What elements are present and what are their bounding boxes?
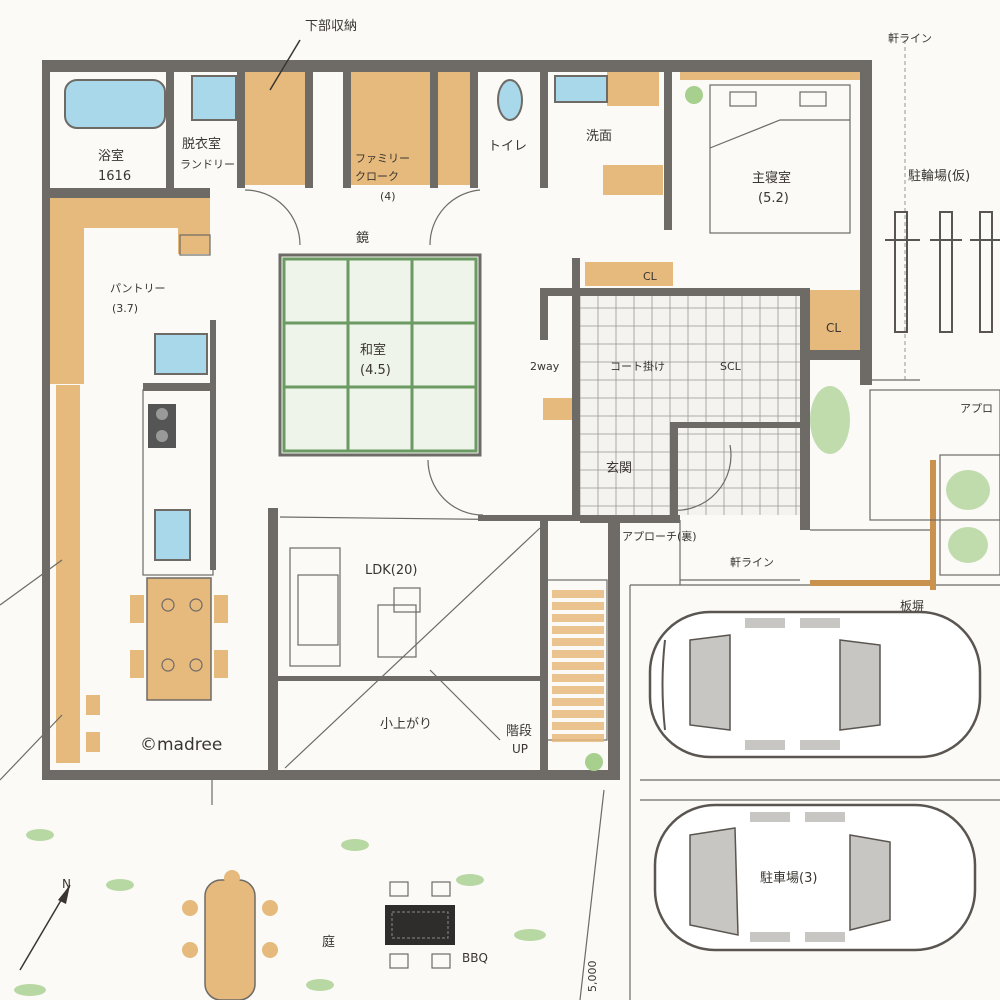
label-2way: 2way xyxy=(530,360,560,373)
label-dimension: 5,000 xyxy=(586,961,599,993)
label-washitsu: 和室 xyxy=(360,342,386,358)
label-laundry: ランドリー xyxy=(180,158,235,171)
label-parking: 駐車場(3) xyxy=(760,871,817,886)
label-approach: アプロ xyxy=(960,402,993,415)
label-family-closet: ファミリー xyxy=(355,152,410,165)
label-bike: 駐輪場(仮) xyxy=(908,168,970,184)
label-eave-2: 軒ライン xyxy=(730,556,774,569)
label-scl: SCL xyxy=(720,360,742,373)
stair-tread xyxy=(552,686,604,694)
label-master-size: (5.2) xyxy=(758,191,789,206)
car-bottom xyxy=(653,803,977,952)
water-fixtures xyxy=(64,75,608,561)
labels: 下部収納 浴室 1616 脱衣室 ランドリー ファミリー クローク (4) トイ… xyxy=(62,19,993,992)
label-mirror: 鏡 xyxy=(356,231,369,246)
stair-tread xyxy=(552,710,604,718)
car-top xyxy=(648,610,982,759)
plants xyxy=(14,86,990,996)
label-toilet: トイレ xyxy=(488,139,527,154)
label-genkan: 玄関 xyxy=(606,461,632,476)
label-under-storage: 下部収納 xyxy=(305,19,357,34)
garden-table xyxy=(182,870,278,1000)
label-dressing: 脱衣室 xyxy=(182,136,221,152)
label-ldk: LDK(20) xyxy=(365,563,417,578)
washitsu-tatami xyxy=(278,253,482,457)
label-washroom: 洗面 xyxy=(586,129,612,144)
label-cl-1: CL xyxy=(643,270,658,283)
cooktop xyxy=(148,404,176,448)
stair-tread xyxy=(552,602,604,610)
bicycles xyxy=(885,211,1000,333)
label-bath: 浴室 xyxy=(98,148,124,164)
bbq-grill xyxy=(385,881,455,969)
stair-tread xyxy=(552,650,604,658)
stair-tread xyxy=(552,674,604,682)
stair-tread xyxy=(552,662,604,670)
stair-tread xyxy=(552,590,604,598)
plan-lines xyxy=(0,40,1000,1000)
stair-tread xyxy=(552,722,604,730)
label-stairs: 階段 xyxy=(506,724,532,739)
stair-tread xyxy=(552,734,604,742)
label-family-closet-2: クローク xyxy=(355,170,399,183)
label-pantry-size: (3.7) xyxy=(112,302,138,315)
label-bath-size: 1616 xyxy=(98,169,131,184)
north-label: N xyxy=(62,877,71,891)
label-approach-back: アプローチ(裏) xyxy=(622,529,697,543)
credit: ©madree xyxy=(140,735,222,755)
stairs xyxy=(552,590,604,742)
stair-tread xyxy=(552,626,604,634)
label-family-closet-size: (4) xyxy=(380,190,396,203)
label-pantry: パントリー xyxy=(110,282,166,295)
genkan-tile xyxy=(579,289,800,515)
label-up: UP xyxy=(512,742,528,756)
stair-tread xyxy=(552,698,604,706)
dining-table xyxy=(86,577,228,752)
label-master: 主寝室 xyxy=(752,170,791,186)
stair-tread xyxy=(552,638,604,646)
label-eave: 軒ライン xyxy=(888,32,932,45)
label-coat: コート掛け xyxy=(610,359,665,373)
label-garden: 庭 xyxy=(322,934,335,950)
north-arrow xyxy=(19,884,71,971)
label-bbq: BBQ xyxy=(462,951,488,965)
label-koagari: 小上がり xyxy=(380,717,432,732)
label-washitsu-size: (4.5) xyxy=(360,363,391,378)
label-fence: 板塀 xyxy=(900,599,924,613)
stair-tread xyxy=(552,614,604,622)
label-cl-2: CL xyxy=(826,321,841,335)
